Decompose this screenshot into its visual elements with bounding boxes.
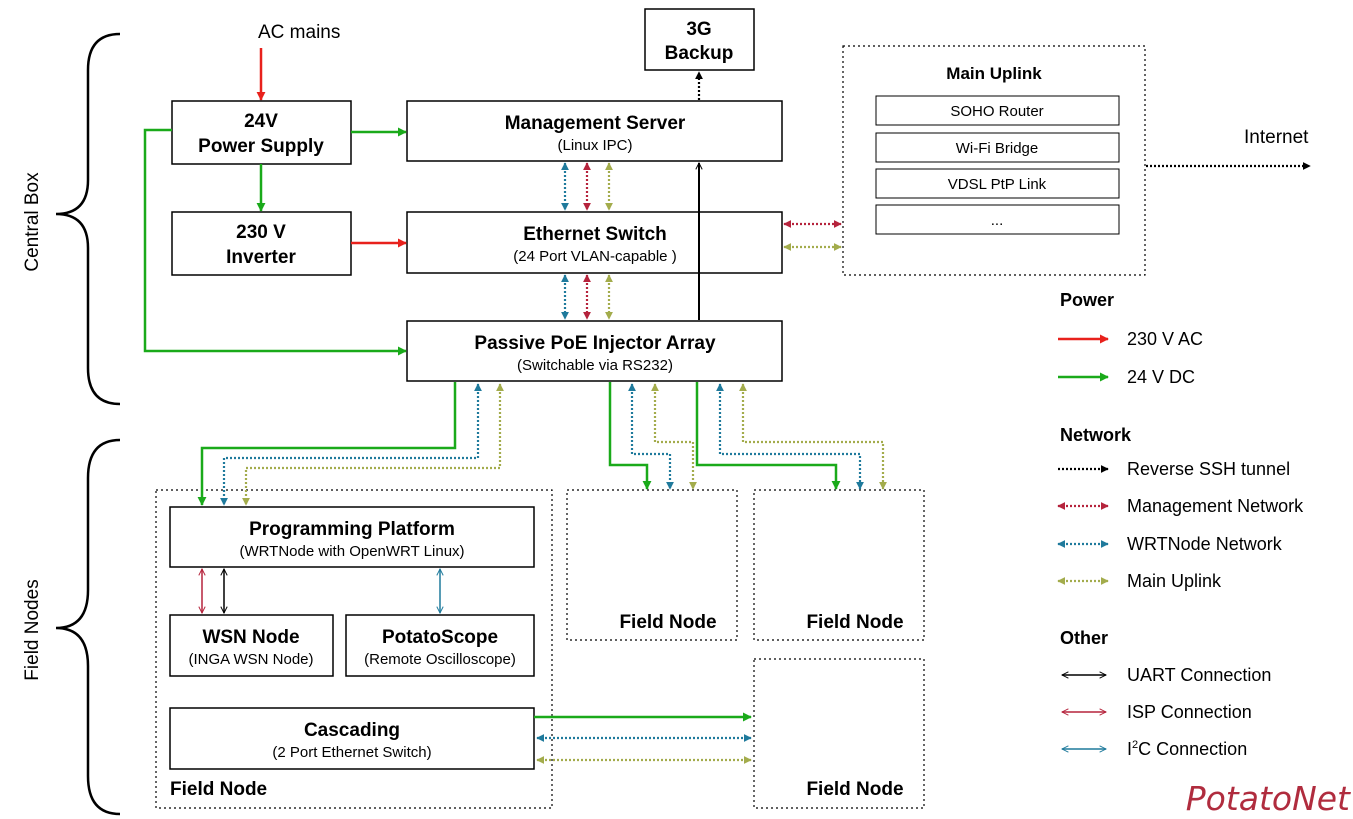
legend-other-heading: Other xyxy=(1060,628,1108,648)
poe-injector-subtitle: (Switchable via RS232) xyxy=(517,357,673,374)
wsn-node-block: WSN Node (INGA WSN Node) xyxy=(169,614,334,677)
uplink-poe-to-field-node-2 xyxy=(651,383,697,490)
ethernet-switch-title: Ethernet Switch xyxy=(523,224,667,245)
cascading-title: Cascading xyxy=(304,720,400,741)
uplink-item-box-soho xyxy=(875,95,1120,126)
field-node-2-label: Field Node xyxy=(619,612,716,633)
wsn-node-subtitle: (INGA WSN Node) xyxy=(188,651,313,668)
legend-mgmt-label: Management Network xyxy=(1127,496,1304,516)
uplink-poe-to-field-node-3 xyxy=(739,383,887,490)
field-node-2-box xyxy=(566,489,738,641)
programming-platform-block: Programming Platform (WRTNode with OpenW… xyxy=(169,506,535,568)
uplink-item-box-vdsl xyxy=(875,168,1120,199)
uplink-item-box-wifi xyxy=(875,132,1120,163)
uplink-poe-to-platform xyxy=(242,383,504,506)
potatoscope-title: PotatoScope xyxy=(382,627,498,648)
inverter-block: 230 V Inverter xyxy=(171,211,352,276)
management-server-title: Management Server xyxy=(505,113,686,134)
dc-supply-to-poe xyxy=(143,128,407,356)
backup-block: 3G Backup xyxy=(644,8,755,71)
dc-poe-to-field-node-3 xyxy=(695,382,841,490)
management-server-subtitle: (Linux IPC) xyxy=(557,137,632,154)
legend-isp-label: ISP Connection xyxy=(1127,702,1252,722)
power-supply-line2: Power Supply xyxy=(198,136,324,157)
central-box-label: Central Box xyxy=(22,172,43,272)
programming-platform-subtitle: (WRTNode with OpenWRT Linux) xyxy=(239,543,464,560)
uplink-item-soho-router: SOHO Router xyxy=(950,103,1043,120)
legend-network-heading: Network xyxy=(1060,425,1132,445)
field-node-3-label: Field Node xyxy=(806,612,903,633)
wrt-poe-to-platform xyxy=(220,383,482,506)
uplink-item-vdsl-link: VDSL PtP Link xyxy=(948,176,1047,193)
field-node-4-label: Field Node xyxy=(806,779,903,800)
legend-wrt-label: WRTNode Network xyxy=(1127,534,1283,554)
cascading-subtitle: (2 Port Ethernet Switch) xyxy=(272,744,431,761)
backup-line1: 3G xyxy=(686,19,711,40)
field-node-4-box xyxy=(753,658,925,809)
wsn-node-title: WSN Node xyxy=(202,627,299,648)
potatonet-logo: PotatoNet xyxy=(1186,779,1351,818)
uplink-item-more: ... xyxy=(991,212,1004,229)
field-node-main-label: Field Node xyxy=(170,779,267,800)
potatoscope-block: PotatoScope (Remote Oscilloscope) xyxy=(345,614,535,677)
legend: Power 230 V AC 24 V DC Network Reverse S… xyxy=(1057,290,1304,759)
uplink-item-wifi-bridge: Wi-Fi Bridge xyxy=(956,140,1039,157)
poe-injector-title: Passive PoE Injector Array xyxy=(474,333,716,354)
ac-mains-label: AC mains xyxy=(258,22,340,43)
field-nodes-label: Field Nodes xyxy=(22,579,43,680)
programming-platform-title: Programming Platform xyxy=(249,519,455,540)
ethernet-switch-subtitle: (24 Port VLAN-capable ) xyxy=(513,248,676,265)
wrt-poe-to-field-node-2 xyxy=(628,383,674,490)
central-box-brace xyxy=(55,32,121,406)
ethernet-switch-block: Ethernet Switch (24 Port VLAN-capable ) xyxy=(406,211,783,274)
power-supply-block: 24V Power Supply xyxy=(171,100,352,165)
uplink-item-box-more xyxy=(875,204,1120,235)
legend-ac-label: 230 V AC xyxy=(1127,329,1203,349)
main-uplink-title: Main Uplink xyxy=(946,64,1042,83)
legend-ssh-label: Reverse SSH tunnel xyxy=(1127,459,1290,479)
cascading-block: Cascading (2 Port Ethernet Switch) xyxy=(169,707,535,770)
legend-power-heading: Power xyxy=(1060,290,1114,310)
potatoscope-subtitle: (Remote Oscilloscope) xyxy=(364,651,516,668)
dc-poe-to-field-node-2 xyxy=(608,382,652,490)
legend-uplink-label: Main Uplink xyxy=(1127,571,1222,591)
field-nodes-brace xyxy=(55,438,121,816)
dc-poe-to-platform xyxy=(197,382,457,506)
backup-line2: Backup xyxy=(665,43,734,64)
inverter-line2: Inverter xyxy=(226,247,296,268)
internet-label: Internet xyxy=(1244,127,1309,148)
wrt-poe-to-field-node-3 xyxy=(716,383,864,490)
main-uplink-block: Main Uplink SOHO Router Wi-Fi Bridge VDS… xyxy=(842,45,1146,276)
inverter-line1: 230 V xyxy=(236,222,286,243)
legend-i2c-label: I2C Connection xyxy=(1127,739,1247,759)
poe-injector-block: Passive PoE Injector Array (Switchable v… xyxy=(406,320,783,382)
management-server-block: Management Server (Linux IPC) xyxy=(406,100,783,162)
field-node-3-box xyxy=(753,489,925,641)
legend-uart-label: UART Connection xyxy=(1127,665,1271,685)
power-supply-line1: 24V xyxy=(244,111,278,132)
field-node-main-box xyxy=(155,489,553,809)
legend-dc-label: 24 V DC xyxy=(1127,367,1195,387)
